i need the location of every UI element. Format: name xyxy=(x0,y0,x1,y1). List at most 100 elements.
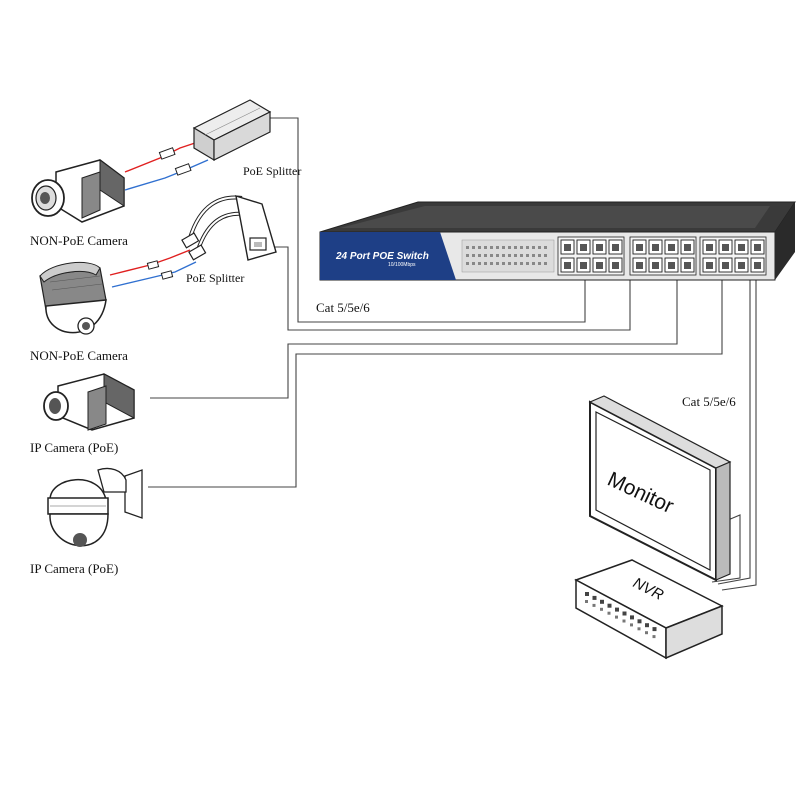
port-socket xyxy=(564,262,571,269)
status-led xyxy=(466,262,469,265)
bullet-camera-icon xyxy=(43,373,135,431)
status-led xyxy=(514,246,517,249)
status-led xyxy=(526,246,529,249)
poe-splitter-icon xyxy=(158,99,272,176)
cable-ip-camera-1 xyxy=(150,280,678,399)
data-wire-1 xyxy=(124,159,209,191)
status-led xyxy=(544,262,547,265)
status-led xyxy=(520,254,523,257)
label-cable-left: Cat 5/5e/6 xyxy=(316,300,370,315)
nvr-button xyxy=(630,615,634,620)
nvr-icon: NVR xyxy=(574,559,724,660)
status-led xyxy=(538,262,541,265)
port-groups xyxy=(557,236,767,276)
port-socket xyxy=(722,244,729,251)
port-socket xyxy=(652,262,659,269)
status-led xyxy=(496,254,499,257)
port-socket xyxy=(668,244,675,251)
status-led xyxy=(532,246,535,249)
status-led xyxy=(496,246,499,249)
power-wire-2 xyxy=(109,249,191,276)
port-socket xyxy=(580,244,587,251)
port-socket xyxy=(580,262,587,269)
status-led xyxy=(514,262,517,265)
status-led xyxy=(466,254,469,257)
nvr-front-panel xyxy=(585,592,657,639)
port-socket xyxy=(612,262,619,269)
status-led xyxy=(472,262,475,265)
port-socket xyxy=(564,244,571,251)
port-socket xyxy=(706,262,713,269)
nvr-led xyxy=(615,615,618,619)
port-socket xyxy=(652,244,659,251)
poe-switch-icon: 24 Port POE Switch 10/100Mbps xyxy=(319,201,796,281)
nvr-led xyxy=(622,619,626,623)
status-led xyxy=(508,262,511,265)
status-led xyxy=(484,254,487,257)
status-led xyxy=(532,262,535,265)
port-socket xyxy=(722,262,729,269)
status-led xyxy=(538,246,541,249)
nvr-button xyxy=(652,627,657,632)
port-socket xyxy=(596,262,603,269)
status-led xyxy=(466,246,469,249)
port-socket xyxy=(738,262,745,269)
nvr-led xyxy=(630,623,633,627)
label-cable-right: Cat 5/5e/6 xyxy=(682,394,736,409)
nvr-led xyxy=(607,611,611,615)
ptz-camera-icon xyxy=(47,467,143,547)
status-led xyxy=(490,262,493,265)
status-led xyxy=(490,246,493,249)
port-socket xyxy=(754,244,761,251)
nvr-led xyxy=(585,600,588,603)
status-led xyxy=(526,254,529,257)
cables xyxy=(109,117,757,591)
label-ip-camera-1: IP Camera (PoE) xyxy=(30,440,118,455)
label-ip-camera-2: IP Camera (PoE) xyxy=(30,561,118,576)
nvr-button xyxy=(592,595,597,600)
label-poe-splitter-2: PoE Splitter xyxy=(186,271,244,285)
status-led xyxy=(472,246,475,249)
nvr-button xyxy=(607,603,612,608)
port-socket xyxy=(684,244,691,251)
cable-splitter-1 xyxy=(262,117,586,323)
monitor-icon: Monitor xyxy=(588,395,732,582)
nvr-button xyxy=(615,607,619,612)
port-socket xyxy=(684,262,691,269)
status-led xyxy=(538,254,541,257)
nvr-led xyxy=(637,627,641,631)
switch-title: 24 Port POE Switch xyxy=(335,251,429,262)
status-led xyxy=(508,254,511,257)
status-led xyxy=(544,254,547,257)
status-led xyxy=(532,254,535,257)
poe-splitter-icon xyxy=(146,194,277,280)
port-socket xyxy=(668,262,675,269)
status-led xyxy=(514,254,517,257)
status-led xyxy=(526,262,529,265)
cable-ip-camera-2 xyxy=(148,280,723,488)
nvr-button xyxy=(600,599,604,604)
nvr-button xyxy=(585,592,589,596)
status-led-grid xyxy=(466,246,547,265)
cable-nvr-2 xyxy=(717,280,751,585)
port-socket xyxy=(636,262,643,269)
status-led xyxy=(508,246,511,249)
status-led xyxy=(502,254,505,257)
nvr-led xyxy=(592,603,596,607)
port-socket xyxy=(612,244,619,251)
cable-nvr xyxy=(721,280,757,591)
status-led xyxy=(502,262,505,265)
status-led xyxy=(520,262,523,265)
port-socket xyxy=(636,244,643,251)
nvr-led xyxy=(600,607,603,611)
switch-subtitle: 10/100Mbps xyxy=(388,262,416,268)
label-non-poe-camera-1: NON-PoE Camera xyxy=(30,233,128,248)
status-led xyxy=(502,246,505,249)
label-non-poe-camera-2: NON-PoE Camera xyxy=(30,348,128,363)
status-led xyxy=(484,246,487,249)
nvr-led xyxy=(645,631,648,635)
dome-camera-icon xyxy=(39,262,107,335)
status-led xyxy=(484,262,487,265)
status-led xyxy=(490,254,493,257)
